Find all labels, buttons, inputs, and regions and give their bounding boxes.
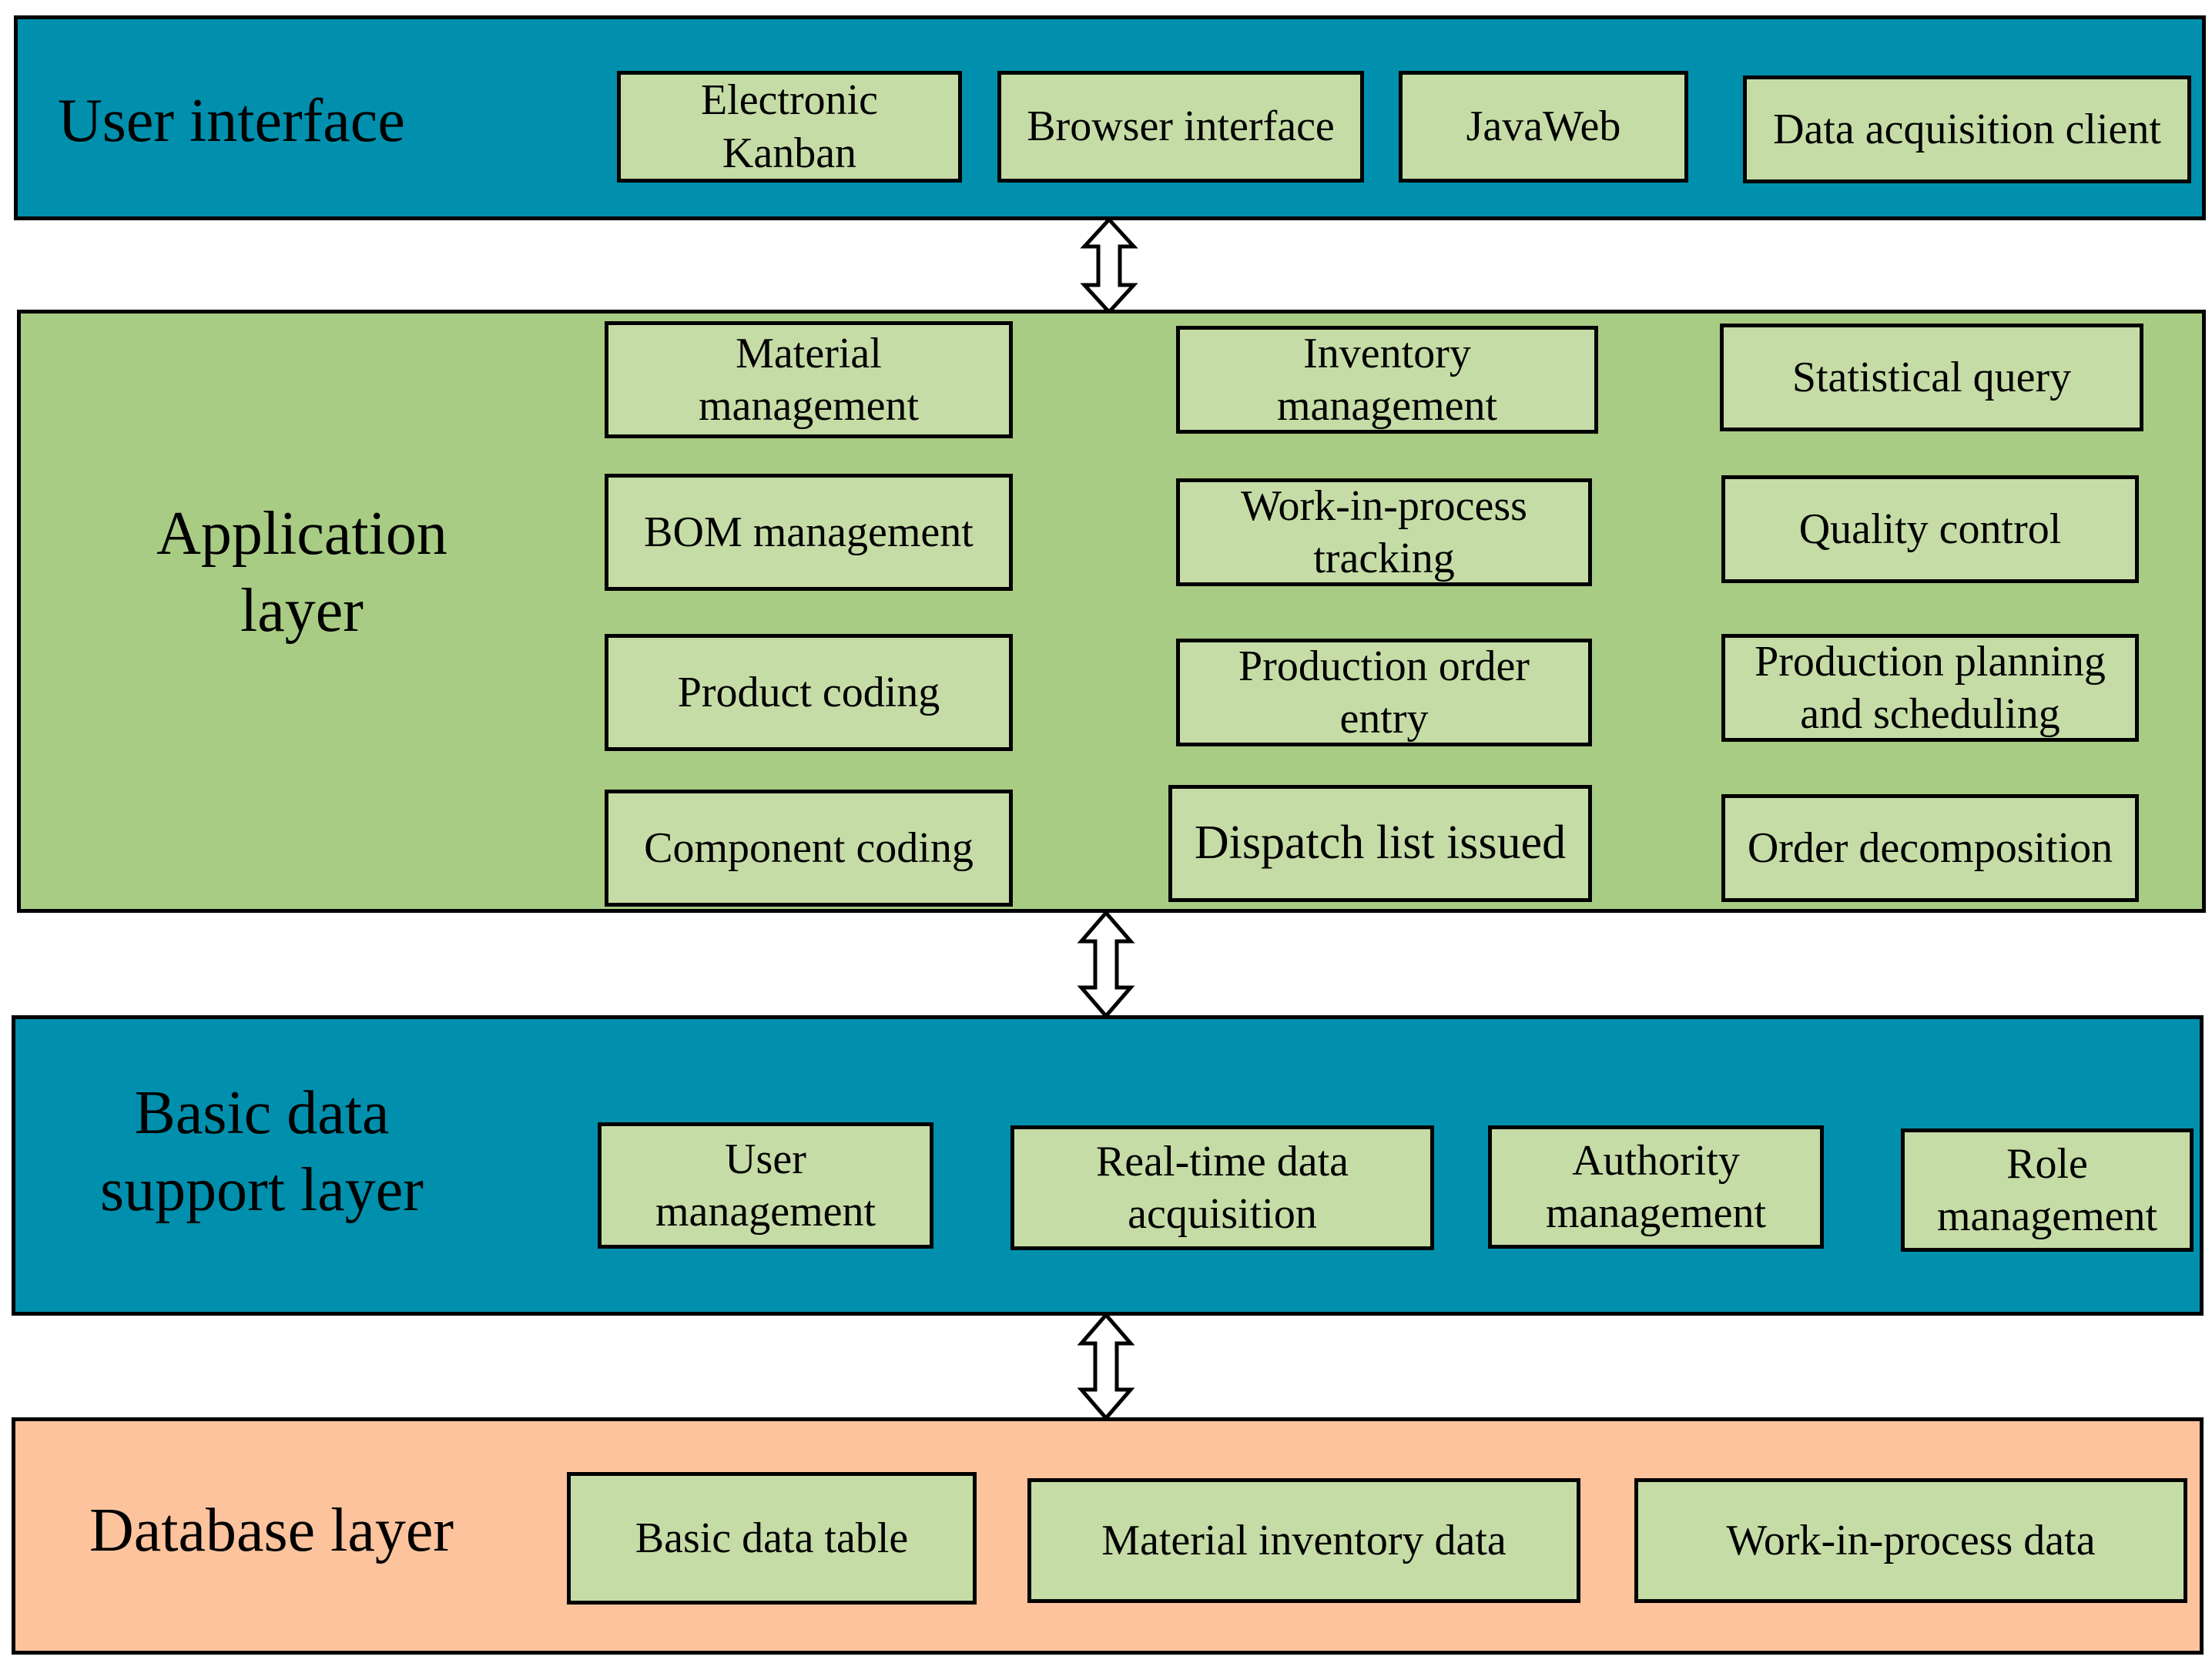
user-interface-layer: User interface Electronic Kanban Browser… [14,15,2206,220]
module-product-coding: Product coding [605,634,1013,751]
module-basic-data-table: Basic data table [567,1472,977,1605]
module-browser-interface: Browser interface [997,71,1364,183]
module-material-management: Material management [605,321,1013,438]
module-order-decomposition: Order decomposition [1721,794,2139,902]
application-layer-title: Application layer [156,500,447,645]
database-layer-title: Database layer [89,1497,454,1564]
module-data-acquisition-client: Data acquisition client [1743,75,2191,183]
module-authority-management: Authority management [1488,1125,1824,1249]
module-production-planning: Production planning and scheduling [1721,634,2139,742]
module-statistical-query: Statistical query [1720,324,2143,431]
module-production-order-entry: Production order entry [1176,639,1592,746]
double-arrow-icon [1080,217,1138,314]
module-wip-tracking: Work-in-process tracking [1176,478,1592,586]
module-javaweb: JavaWeb [1399,71,1688,183]
double-arrow-icon [1077,910,1135,1018]
module-role-management: Role management [1901,1128,2194,1252]
module-dispatch-list-issued: Dispatch list issued [1168,785,1592,902]
double-arrow-icon [1077,1313,1135,1420]
basic-data-support-layer: Basic data support layer User management… [12,1015,2204,1316]
module-bom-management: BOM management [605,474,1013,591]
basic-data-support-layer-title: Basic data support layer [100,1079,424,1224]
module-electronic-kanban: Electronic Kanban [617,71,962,183]
application-layer: Application layer Material management In… [17,310,2206,913]
user-interface-layer-title: User interface [58,87,405,155]
module-material-inventory-data: Material inventory data [1027,1478,1580,1603]
module-quality-control: Quality control [1721,475,2139,583]
module-inventory-management: Inventory management [1176,326,1598,434]
module-component-coding: Component coding [605,790,1013,907]
database-layer: Database layer Basic data table Material… [12,1417,2204,1655]
module-work-in-process-data: Work-in-process data [1634,1478,2187,1603]
module-user-management: User management [598,1122,933,1249]
module-real-time-data-acquisition: Real-time data acquisition [1010,1125,1434,1250]
